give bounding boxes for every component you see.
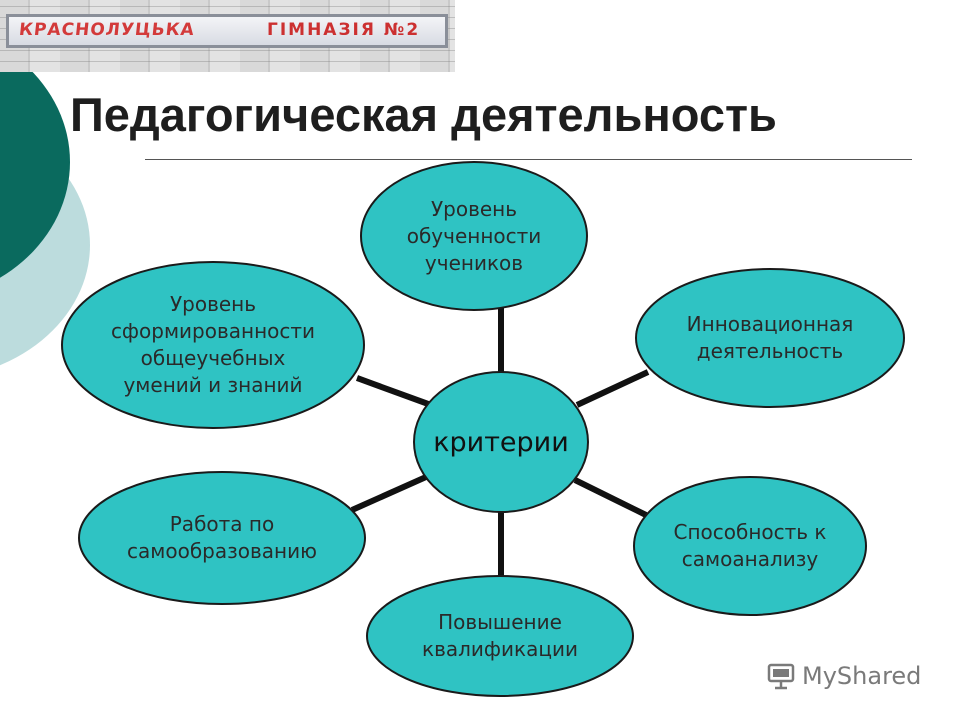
- criterion-node-lower-left: [78, 471, 366, 605]
- criterion-label-top-line: Уровень: [430, 196, 518, 221]
- criterion-label-upper-left-line: умений и знаний: [123, 373, 303, 397]
- criterion-label-top-line: обученности: [406, 223, 542, 248]
- watermark: MyShared: [766, 656, 921, 696]
- criterion-label-lower-right: Способность к самоанализу: [634, 477, 866, 615]
- criterion-node-top: [360, 161, 588, 311]
- criterion-label-bottom-line: Повышение: [438, 610, 562, 634]
- watermark-text: MyShared: [802, 662, 922, 690]
- criterion-label-upper-right-line: Инновационная: [686, 312, 854, 336]
- criterion-label-upper-left-text: Уровень сформированности общеучебных умений…: [111, 291, 315, 399]
- criterion-label-upper-left: Уровень сформированности общеучебных умений…: [62, 262, 364, 428]
- center-label-text: критерии: [433, 429, 569, 456]
- criterion-label-bottom-text: Повышение квалификации: [422, 609, 578, 663]
- criterion-label-top-line: учеников: [424, 250, 524, 275]
- slide-title: Педагогическая деятельность: [70, 88, 777, 141]
- title-divider: [145, 159, 912, 160]
- criterion-label-bottom: Повышение квалификации: [367, 576, 633, 696]
- criterion-label-lower-left-line: Работа по: [169, 512, 275, 536]
- criterion-label-bottom-line: квалификации: [422, 637, 578, 661]
- criterion-label-upper-right-text: Инновационная деятельность: [687, 311, 854, 365]
- criterion-label-lower-right-line: Способность к: [673, 520, 827, 544]
- criterion-label-lower-left-text: Работа по самообразованию: [127, 511, 317, 565]
- criterion-label-upper-left-line: Уровень: [169, 292, 257, 316]
- connector-upper-right: [575, 369, 650, 408]
- criterion-node-lower-right: [633, 476, 867, 616]
- school-sign-board: КРАСНОЛУЦЬКА ГІМНАЗІЯ №2: [6, 14, 448, 48]
- criterion-label-lower-right-line: самоанализу: [681, 547, 819, 571]
- connector-upper-left: [355, 375, 433, 408]
- connector-lower-right: [573, 477, 648, 518]
- criterion-label-upper-left-line: общеучебных: [140, 346, 286, 370]
- projector-screen-icon: [767, 663, 795, 690]
- criterion-label-upper-right: Инновационная деятельность: [636, 269, 904, 407]
- school-sign-photo: КРАСНОЛУЦЬКА ГІМНАЗІЯ №2: [0, 0, 455, 72]
- center-node: [413, 371, 589, 513]
- criterion-node-bottom: [366, 575, 634, 697]
- criterion-label-lower-right-text: Способность к самоанализу: [673, 519, 826, 573]
- criterion-label-upper-left-line: сформированности: [110, 319, 316, 343]
- connector-lower-left: [350, 474, 428, 513]
- center-label-line: критерии: [433, 426, 569, 458]
- criterion-node-upper-right: [635, 268, 905, 408]
- criterion-node-upper-left: [61, 261, 365, 429]
- sign-text-gymnasium: ГІМНАЗІЯ №2: [267, 20, 421, 40]
- criterion-label-upper-right-line: деятельность: [696, 339, 844, 363]
- criterion-label-lower-left-line: самообразованию: [127, 539, 317, 563]
- criterion-label-lower-left: Работа по самообразованию: [79, 472, 365, 604]
- center-label: критерии: [414, 372, 588, 512]
